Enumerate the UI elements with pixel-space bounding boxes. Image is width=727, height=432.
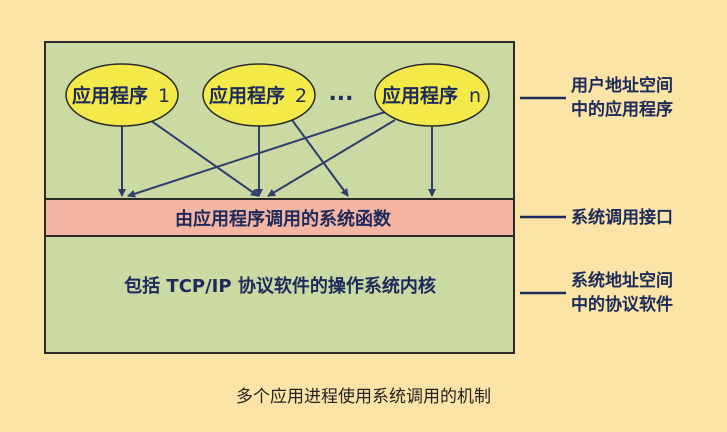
user-space-label-line1: 用户地址空间 xyxy=(571,75,673,96)
syscall-bar xyxy=(44,198,515,237)
syscall-bar-label: 由应用程序调用的系统函数 xyxy=(175,208,392,230)
user-space-label-line2: 中的应用程序 xyxy=(571,99,673,120)
app-index: 2 xyxy=(295,85,307,107)
arrow-appn-diag-2 xyxy=(267,119,396,197)
arrow-appn-diag-1 xyxy=(127,111,386,198)
kernel-label: 包括 TCP/IP 协议软件的操作系统内核 xyxy=(124,275,436,297)
app-1: 应用程序 1 xyxy=(65,63,179,127)
side-labels: 用户地址空间 中的应用程序 系统调用接口 系统地址空间 中的协议软件 xyxy=(571,75,673,315)
app-n: 应用程序 n xyxy=(374,63,490,127)
app-index: n xyxy=(469,85,481,107)
app-ellipse xyxy=(65,63,179,127)
app-label: 应用程序 xyxy=(209,84,285,107)
arrow-app2-diag xyxy=(291,119,349,197)
app-ellipse xyxy=(374,63,490,127)
call-arrows xyxy=(118,111,436,198)
kernel-space-label-line2: 中的协议软件 xyxy=(571,294,673,315)
app-label: 应用程序 xyxy=(382,84,458,107)
app-label: 应用程序 xyxy=(72,84,148,107)
ellipsis: ... xyxy=(328,81,353,106)
figure-caption: 多个应用进程使用系统调用的机制 xyxy=(236,387,491,407)
side-pointers xyxy=(520,96,566,295)
arrow-app1-diag xyxy=(149,119,259,197)
kernel-space-label-line1: 系统地址空间 xyxy=(571,270,673,291)
app-2: 应用程序 2 xyxy=(202,63,316,127)
app-index: 1 xyxy=(158,85,170,107)
syscall-interface-label: 系统调用接口 xyxy=(571,207,673,228)
app-ellipse xyxy=(202,63,316,127)
